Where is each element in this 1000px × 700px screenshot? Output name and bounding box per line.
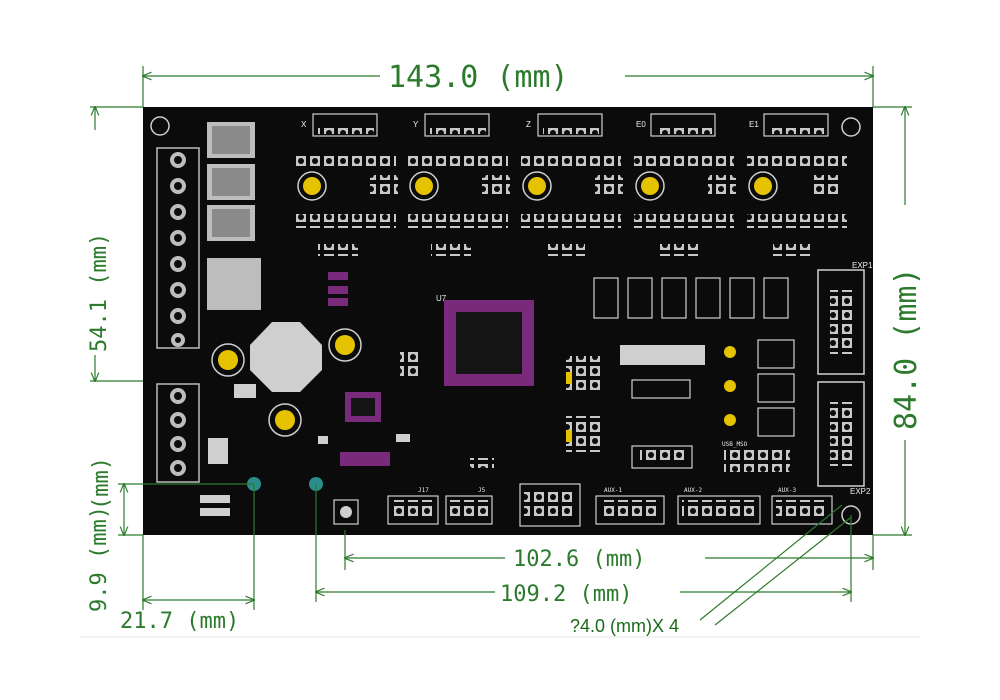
mount-hole-top-right [841, 117, 861, 137]
stepper-socket-e1 [747, 113, 847, 228]
label-aux3: AUX-3 [778, 487, 796, 494]
mount-hole-top-left [150, 116, 170, 136]
mcu-chip: U7 [436, 294, 534, 386]
dim-left-span: 54.1 (mm) [87, 233, 112, 352]
label-usb: USB_MSO [722, 441, 748, 448]
pcb-board: X Y Z E0 E1 U7 [143, 107, 873, 535]
label-exp2: EXP2 [850, 487, 871, 496]
dim-left-bottom-label: (mm) [89, 457, 114, 510]
label-j17: J17 [418, 487, 429, 494]
label-aux2: AUX-2 [684, 487, 702, 494]
dim-left-bottom: 9.9 (mm) [87, 506, 112, 612]
dim-width: 143.0 (mm) [388, 60, 569, 95]
dimension-annotations: 143.0 (mm) 84.0 (mm) 54.1 (mm) (mm) 9.9 … [87, 60, 924, 636]
electrolytic-caps [211, 322, 362, 437]
jumper-blocks [566, 356, 600, 452]
label-exp1: EXP1 [852, 261, 873, 270]
axis-label-e1: E1 [749, 120, 759, 129]
axis-label-x: X [301, 120, 307, 129]
dim-hole-span: 109.2 (mm) [500, 582, 632, 607]
smd-parts [200, 350, 494, 525]
thermistor-region [631, 339, 795, 472]
hole-note: ?4.0 (mm)X 4 [570, 616, 679, 636]
label-j5: J5 [478, 487, 486, 494]
aux-headers: J17 J5 AUX-1 AUX-2 AUX-3 USB_MSO [387, 441, 833, 527]
endstop-headers [593, 277, 789, 365]
power-terminal-block [156, 147, 200, 349]
label-aux1: AUX-1 [604, 487, 622, 494]
secondary-ics [328, 272, 390, 466]
exp-headers: EXP1 EXP2 [817, 261, 873, 496]
stepper-socket-e0 [634, 113, 736, 228]
axis-label-z: Z [526, 120, 531, 129]
mosfet-group [207, 122, 261, 310]
chip-label-u7: U7 [436, 294, 447, 303]
dim-bottom-left: 21.7 (mm) [120, 609, 239, 634]
stepper-socket-z [521, 113, 623, 228]
input-terminal-block [156, 383, 200, 483]
dim-inner-width: 102.6 (mm) [513, 547, 645, 572]
header-row-mid [318, 244, 813, 256]
axis-label-y: Y [413, 120, 419, 129]
stepper-socket-y [408, 113, 510, 228]
stepper-socket-x [296, 113, 398, 228]
axis-label-e0: E0 [636, 120, 646, 129]
dim-height: 84.0 (mm) [889, 267, 924, 430]
